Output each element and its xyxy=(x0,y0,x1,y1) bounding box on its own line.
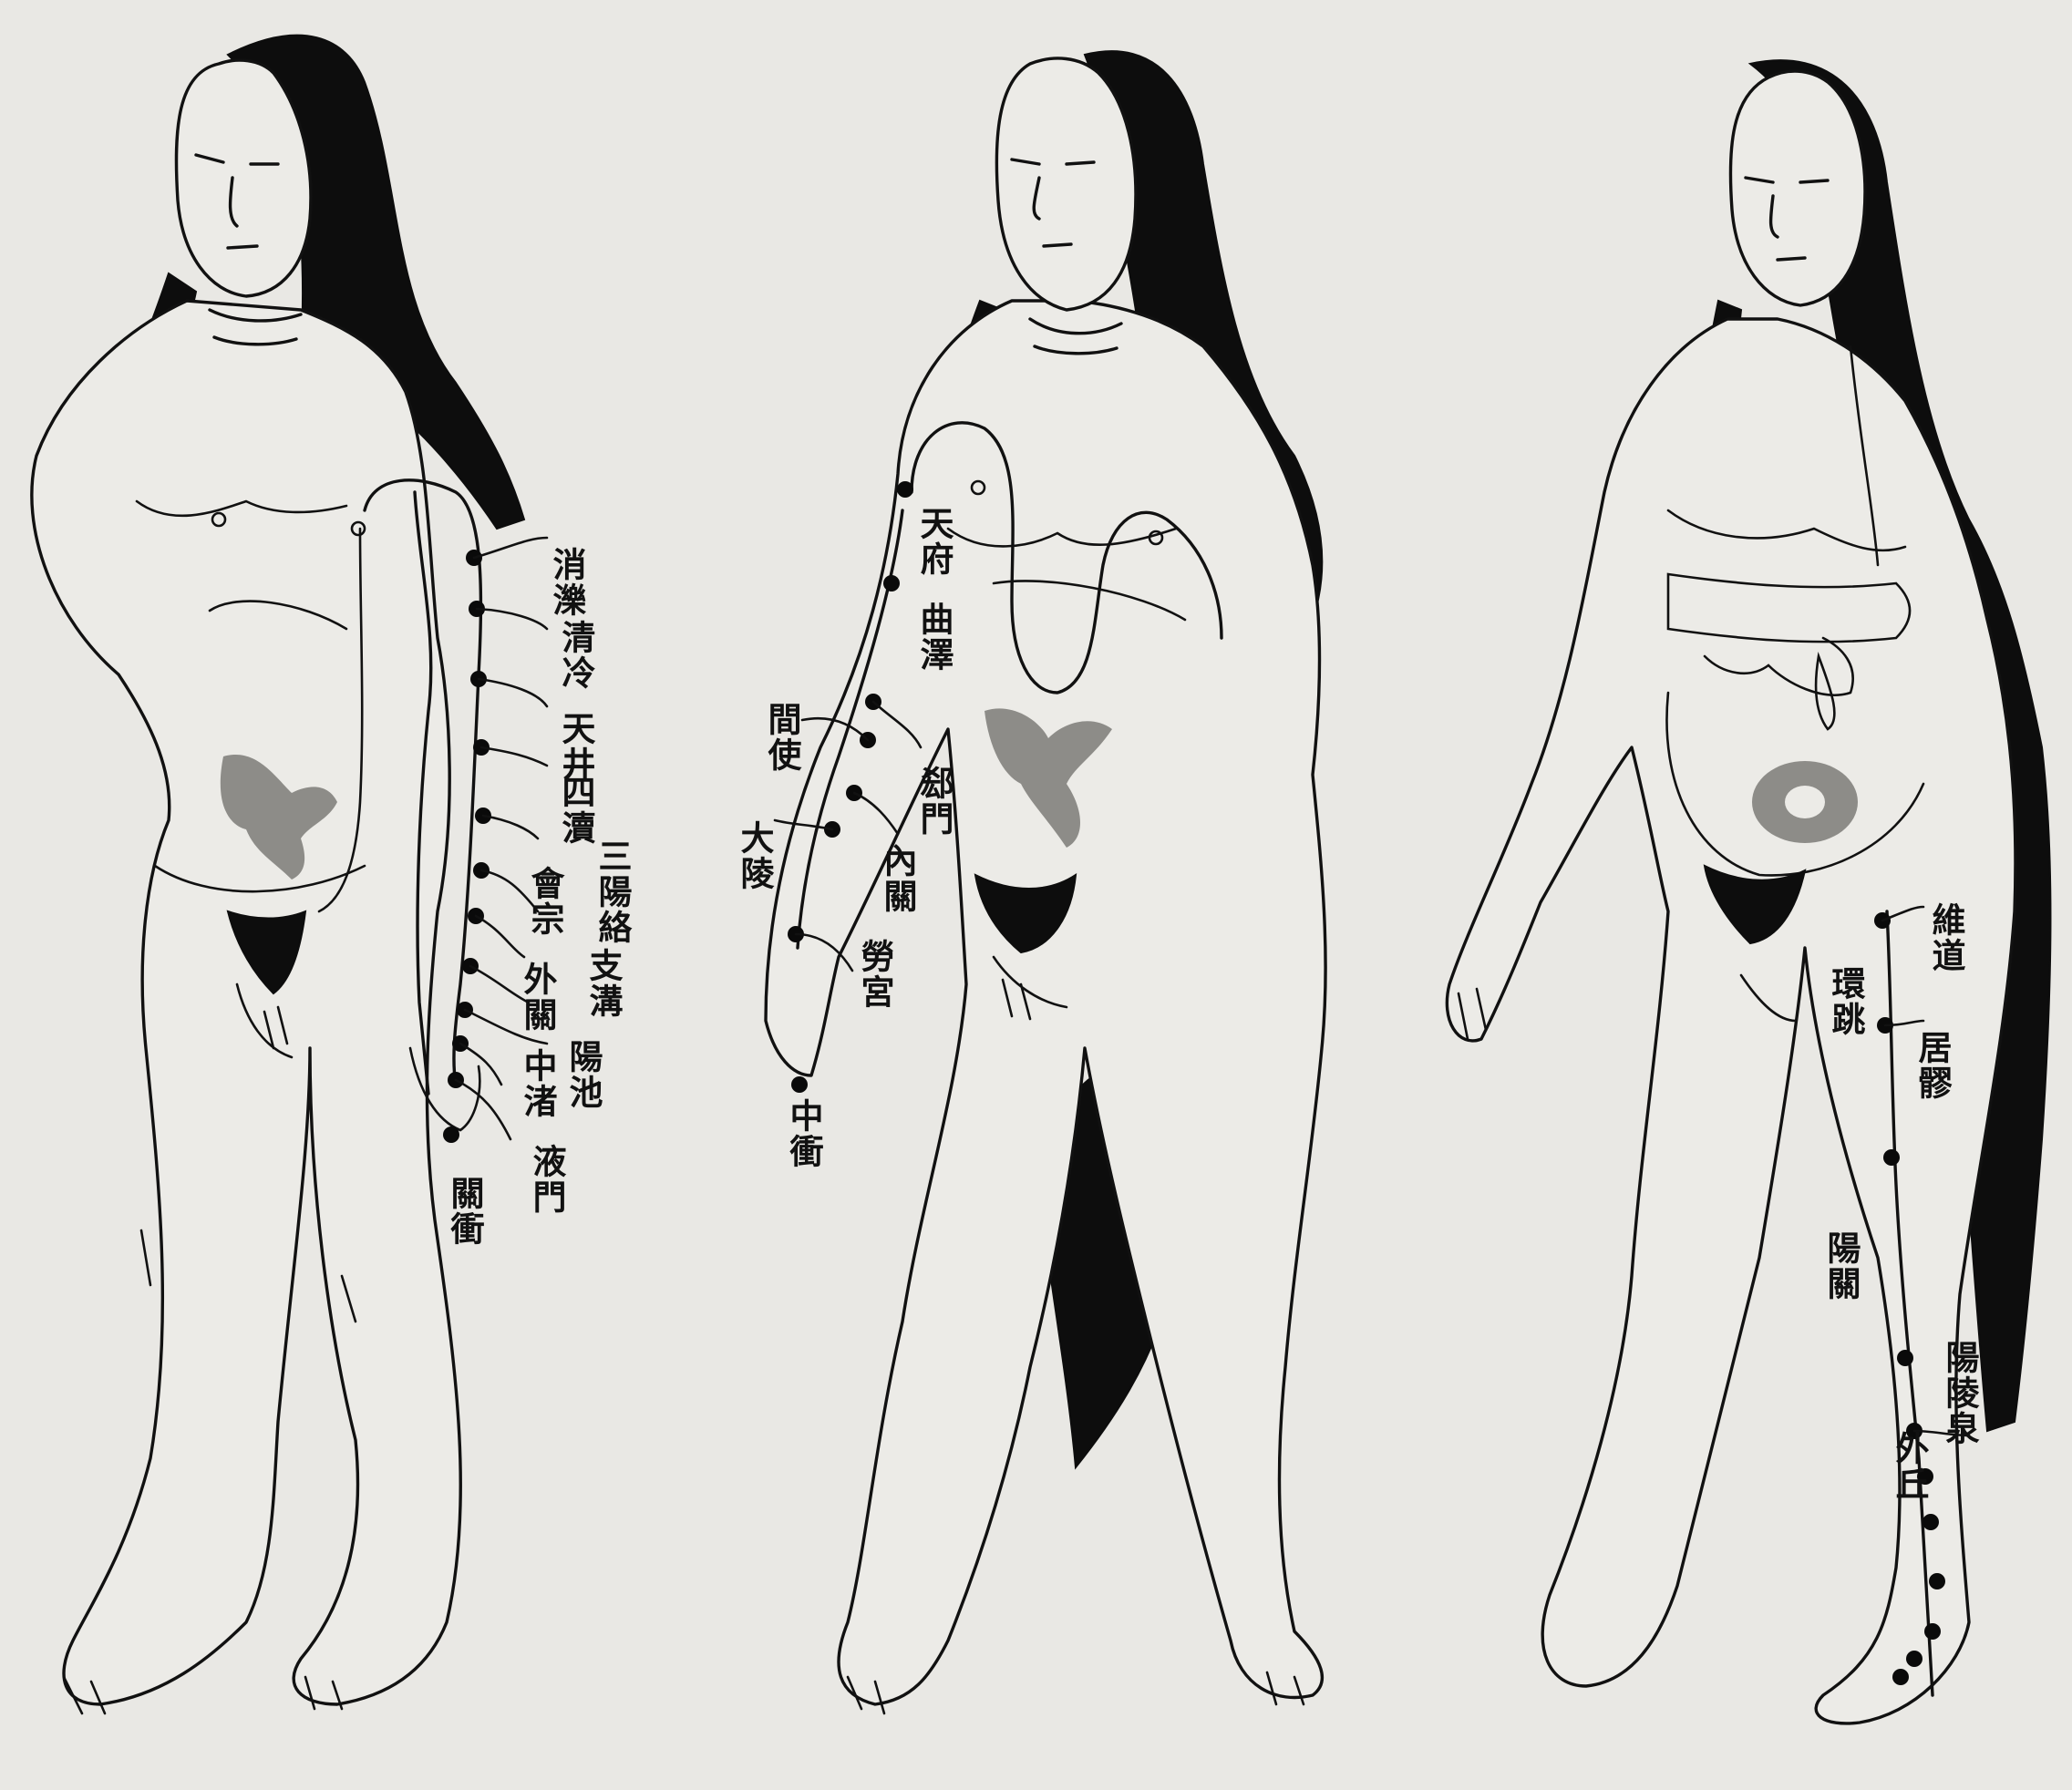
label-left-4: 四瀆 xyxy=(558,775,594,846)
label-center-3: 間使 xyxy=(764,702,800,773)
label-right-5: 陽陵泉 xyxy=(1942,1340,1978,1446)
label-left-10: 中渚 xyxy=(520,1048,556,1119)
label-left-9: 陽池 xyxy=(565,1039,602,1110)
figure-center xyxy=(766,51,1325,1713)
label-center-2: 曲澤 xyxy=(916,602,953,673)
label-left-7: 支溝 xyxy=(585,948,622,1019)
label-right-6: 外丘 xyxy=(1892,1431,1928,1502)
label-center-1: 天府 xyxy=(916,506,953,577)
left-acupoints xyxy=(443,550,491,1143)
figure-right xyxy=(1447,60,2050,1723)
figure-left xyxy=(32,36,547,1713)
label-center-7: 勞宮 xyxy=(857,939,893,1010)
label-center-6: 內關 xyxy=(880,843,916,914)
label-left-8: 外關 xyxy=(520,962,556,1033)
label-left-2: 清冷 xyxy=(558,620,594,691)
label-center-4: 郄門 xyxy=(916,766,953,837)
label-right-4: 陽關 xyxy=(1823,1230,1860,1301)
label-center-8: 中衝 xyxy=(786,1098,822,1169)
label-right-1: 維道 xyxy=(1928,902,1964,973)
label-right-2: 環跳 xyxy=(1828,966,1864,1037)
label-right-3: 居髎 xyxy=(1914,1030,1951,1101)
label-left-6: 會宗 xyxy=(527,866,563,937)
label-left-11: 液門 xyxy=(529,1144,565,1215)
label-left-5: 三陽絡 xyxy=(594,838,631,945)
label-center-5: 大陵 xyxy=(737,820,773,891)
label-left-1: 消濼 xyxy=(549,547,585,618)
label-left-3: 天井 xyxy=(558,711,594,782)
label-left-12: 關衝 xyxy=(447,1176,483,1247)
